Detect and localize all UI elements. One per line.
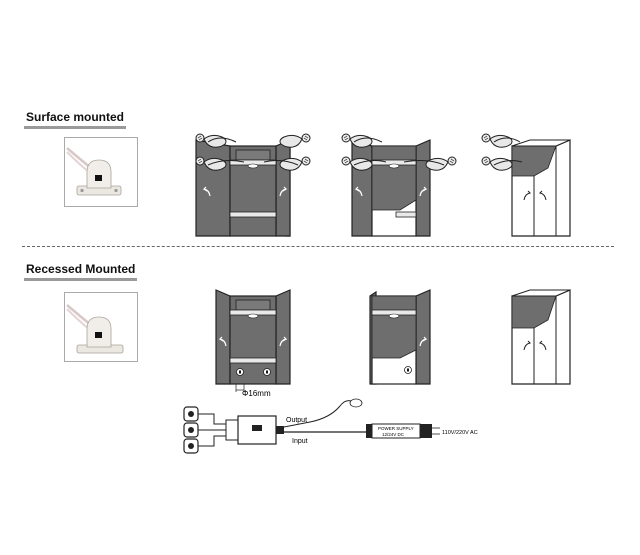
recessed-cabinet-half-open [369,289,431,385]
recessed-cabinet-closed [511,289,571,385]
wiring-diagram: Output Input POWER SUPPLY 12/24V DC 110V… [183,398,478,454]
surface-sensor-photo [64,137,138,207]
hand-wave-icon [279,133,311,148]
section-divider [22,246,614,247]
sensor-module-icon [66,304,124,354]
ac-input-label: 110V/220V AC [442,430,478,436]
recessed-cabinet-open-dark: Φ16mm [215,289,291,398]
psu-label-2: 12/24V DC [382,432,405,437]
recessed-sensor-photo [64,292,138,362]
led-light-icon [247,163,259,169]
surface-cabinet-closed [481,133,571,237]
surface-mounted-heading: Surface mounted [24,111,127,129]
surface-cabinet-half-open [341,133,457,237]
sensor-module-icon [66,147,122,196]
recessed-mounted-heading: Recessed Mounted [24,263,138,281]
input-label: Input [292,438,308,445]
led-light-icon [349,398,363,408]
hole-size-label: Φ16mm [242,389,271,398]
surface-cabinet-open-dark [195,133,311,237]
psu-label-1: POWER SUPPLY [378,426,414,431]
output-label: Output [286,417,307,424]
